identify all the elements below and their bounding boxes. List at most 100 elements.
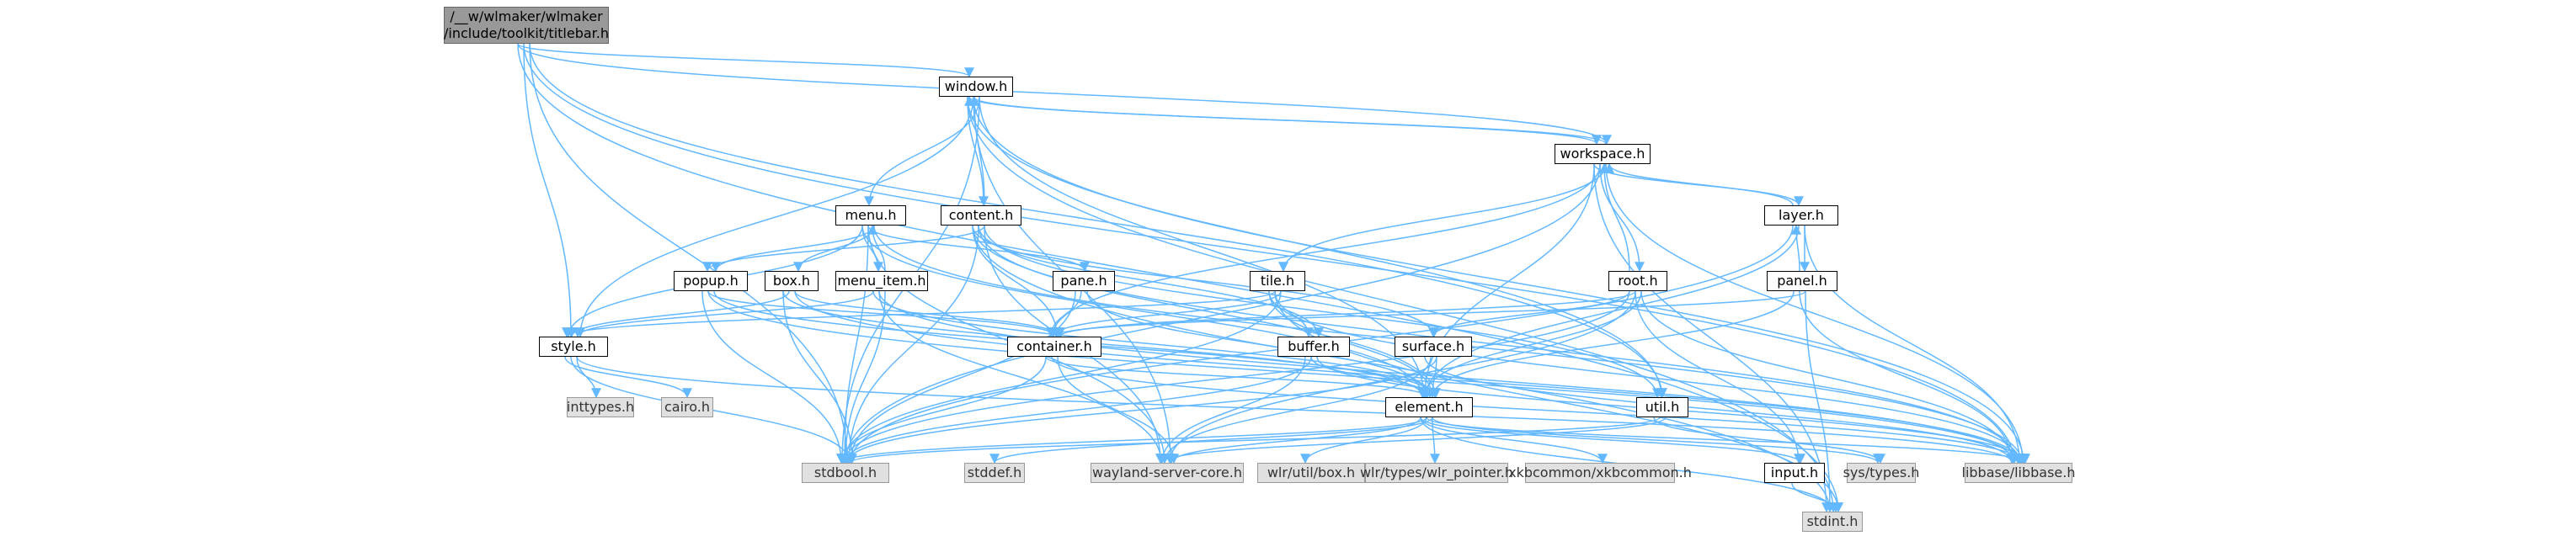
- edge-root-to-input: [1635, 290, 1804, 464]
- edge-element-to-wlrbox: [1300, 417, 1427, 464]
- edge-surface-to-wayland: [1160, 356, 1432, 464]
- node-xkb: xkbcommon/xkbcommon.h: [1508, 463, 1692, 483]
- edge-layer-to-workspace: [1604, 162, 1794, 206]
- edge-window-to-content: [967, 96, 989, 207]
- edge-box-to-style: [567, 290, 790, 338]
- edge-content-to-container: [972, 225, 1062, 338]
- edge-box-to-stdbool: [782, 290, 857, 464]
- node-stdbool: stdbool.h: [802, 463, 889, 483]
- node-popup[interactable]: popup.h: [674, 271, 748, 291]
- node-tile[interactable]: tile.h: [1250, 271, 1305, 291]
- node-systypes: sys/types.h: [1843, 463, 1919, 483]
- node-panel[interactable]: panel.h: [1767, 271, 1837, 291]
- node-menu[interactable]: menu.h: [835, 205, 906, 226]
- edge-pane-to-stdbool: [845, 290, 1076, 464]
- edge-workspace-to-window: [964, 95, 1607, 145]
- edge-workspace-to-stdint: [1593, 163, 1832, 513]
- node-root[interactable]: root.h: [1608, 271, 1667, 291]
- root-label-line-1: /__w/wlmaker/wlmaker: [450, 8, 603, 24]
- edge-panel-to-element: [1427, 290, 1795, 399]
- edge-tile-to-style: [562, 290, 1276, 338]
- edge-window-to-util: [967, 96, 1667, 399]
- edge-pane-to-element: [1086, 290, 1435, 399]
- edge-menu-item-to-style: [573, 290, 874, 338]
- node-wlrptr: wlr/types/wlr_pointer.h: [1360, 463, 1513, 483]
- node-buffer[interactable]: buffer.h: [1277, 337, 1350, 357]
- node-menu-item[interactable]: menu_item.h: [835, 271, 928, 291]
- node-util[interactable]: util.h: [1636, 397, 1688, 417]
- edge-tile-to-stdbool: [838, 290, 1282, 464]
- edge-root-to-workspace: [1599, 162, 1630, 272]
- edge-content-to-element: [978, 225, 1441, 399]
- node-workspace[interactable]: workspace.h: [1555, 144, 1651, 164]
- edge-root-to-surface: [1428, 290, 1630, 338]
- node-titlebar: /__w/wlmaker/wlmaker/include/toolkit/tit…: [444, 7, 609, 44]
- edge-titlebar-to-libbase: [523, 43, 2019, 464]
- edge-content-to-buffer: [978, 225, 1324, 338]
- edge-titlebar-to-window: [517, 43, 974, 78]
- edge-input-to-stdint: [1791, 482, 1841, 513]
- edge-titlebar-to-stdbool: [529, 43, 852, 464]
- edge-element-to-stdbool: [836, 417, 1427, 464]
- edge-surface-to-libbase: [1424, 356, 2017, 464]
- node-surface[interactable]: surface.h: [1395, 337, 1472, 357]
- edge-tile-to-element: [1268, 290, 1437, 399]
- edge-menu-item-to-libbase: [878, 290, 2019, 464]
- node-pane[interactable]: pane.h: [1053, 271, 1115, 291]
- node-container[interactable]: container.h: [1007, 337, 1101, 357]
- edge-buffer-to-wayland: [1157, 356, 1306, 464]
- node-style[interactable]: style.h: [539, 337, 608, 357]
- edge-popup-to-libbase: [707, 290, 2024, 464]
- node-stdint: stdint.h: [1802, 512, 1863, 532]
- node-input[interactable]: input.h: [1764, 463, 1825, 483]
- node-stddef: stddef.h: [964, 463, 1025, 483]
- edge-panel-to-layer: [1791, 224, 1802, 272]
- edge-box-to-libbase: [794, 290, 2026, 464]
- edge-container-to-libbase: [1051, 356, 2026, 464]
- edge-element-to-input: [1420, 417, 1805, 464]
- node-wlrbox: wlr/util/box.h: [1257, 463, 1365, 483]
- edge-surface-to-stdbool: [842, 356, 1437, 464]
- edge-workspace-to-tile: [1278, 163, 1607, 273]
- edge-panel-to-stdint: [1805, 290, 1835, 513]
- edge-window-to-libbase: [973, 96, 2029, 464]
- edge-buffer-to-stdbool: [840, 356, 1312, 464]
- edge-content-to-libbase: [972, 225, 2023, 464]
- edge-content-to-util: [984, 225, 1662, 399]
- edge-style-to-cairo: [564, 356, 692, 399]
- edge-panel-to-libbase: [1799, 290, 2017, 464]
- edge-titlebar-to-workspace: [517, 43, 1612, 146]
- node-element[interactable]: element.h: [1385, 397, 1473, 417]
- node-wayland: wayland-server-core.h: [1091, 463, 1244, 483]
- edge-root-to-container: [1055, 290, 1636, 338]
- node-content[interactable]: content.h: [941, 205, 1021, 226]
- edge-util-to-stdbool: [845, 417, 1661, 464]
- edge-workspace-to-root: [1599, 163, 1645, 273]
- edge-menu-item-to-element: [872, 290, 1440, 399]
- edge-tile-to-libbase: [1268, 290, 2025, 464]
- edge-window-to-style: [575, 96, 974, 338]
- edge-util-to-systypes: [1653, 417, 1885, 464]
- edge-menu-to-popup: [711, 225, 875, 273]
- node-cairo: cairo.h: [661, 397, 713, 417]
- edge-util-to-wayland: [1157, 417, 1667, 464]
- edge-layer-to-libbase: [1804, 225, 2024, 464]
- edge-container-to-stdbool: [837, 356, 1047, 464]
- edge-menu-item-to-wayland: [878, 290, 1166, 464]
- node-inttypes: inttypes.h: [567, 397, 634, 417]
- root-label-line-2: /include/toolkit/titlebar.h: [444, 25, 609, 41]
- edge-window-to-menu: [864, 96, 980, 207]
- node-box[interactable]: box.h: [765, 271, 819, 291]
- edge-popup-to-container: [707, 290, 1061, 338]
- node-window[interactable]: window.h: [939, 77, 1013, 97]
- edge-menu-item-to-stdbool: [840, 290, 886, 464]
- edge-menu-item-to-menu: [867, 224, 886, 272]
- edge-element-to-xkb: [1420, 417, 1608, 464]
- edge-element-to-systypes: [1432, 417, 1883, 464]
- edge-titlebar-to-style: [523, 43, 576, 338]
- edge-element-to-wlrptr: [1429, 417, 1440, 464]
- node-layer[interactable]: layer.h: [1764, 205, 1838, 226]
- edge-content-to-window: [969, 95, 985, 206]
- edge-workspace-to-stdbool: [840, 163, 1601, 464]
- node-libbase: libbase/libbase.h: [1962, 463, 2076, 483]
